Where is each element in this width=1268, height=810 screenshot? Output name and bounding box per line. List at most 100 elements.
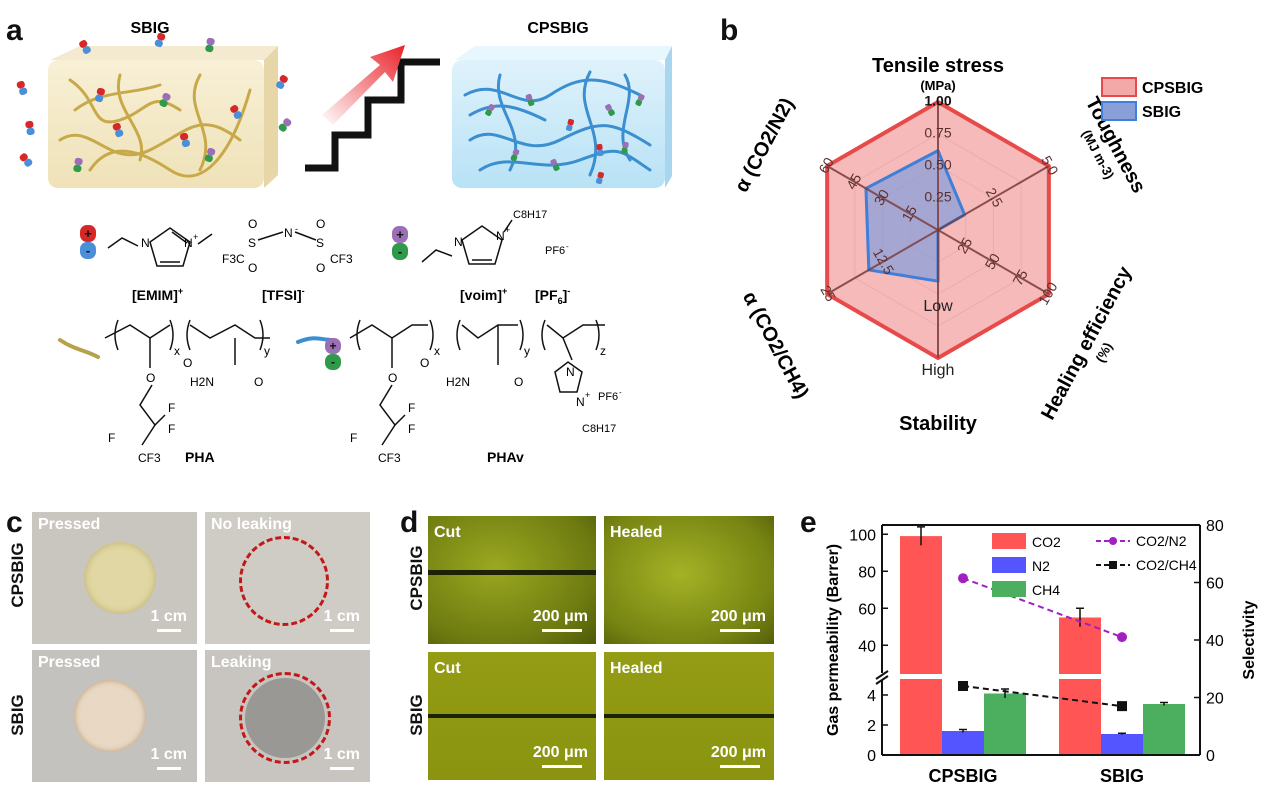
scale-bar-label: 1 cm — [150, 608, 187, 625]
legend-label: CO2/N2 — [1136, 533, 1187, 549]
selectivity-point — [958, 681, 968, 691]
radar-axis-line — [826, 165, 939, 231]
emim-label: [EMIM]+ — [132, 286, 183, 303]
svg-text:F: F — [408, 422, 415, 436]
svg-text:O: O — [248, 261, 257, 275]
photo-caption: Healed — [610, 660, 663, 677]
svg-text:-: - — [295, 224, 298, 234]
svg-text:O: O — [183, 356, 192, 370]
radar-axis-title: Tensile stress(MPa) — [872, 55, 1004, 93]
bar-n2 — [942, 731, 984, 755]
radar-tick-label: 1.00 — [924, 93, 951, 109]
c-row-label-cpsbig: CPSBIG — [8, 542, 27, 608]
panel-label-c: c — [6, 506, 23, 539]
y-tick-label: 4 — [867, 688, 876, 705]
micrograph-sbig-cut: Cut 200 μm — [428, 652, 596, 780]
selectivity-point — [1117, 632, 1127, 643]
y-axis-label: Gas permeability (Barrer) — [825, 544, 842, 736]
micrograph-cpsbig-healed: Healed 200 μm — [604, 516, 774, 644]
cpsbig-gel-block — [452, 46, 672, 188]
selectivity-line-co2-n2 — [962, 577, 1123, 639]
legend-label: CO2 — [1032, 534, 1061, 550]
y-tick-label: 60 — [858, 601, 876, 618]
svg-text:x: x — [434, 344, 440, 358]
legend-swatch — [1101, 77, 1137, 97]
y2-tick-label: 60 — [1206, 576, 1224, 593]
axis-break-mark — [875, 675, 889, 685]
svg-text:F3C: F3C — [222, 252, 245, 266]
photo-caption: Pressed — [38, 654, 101, 671]
improvement-stairs-arrow — [305, 45, 440, 172]
photo-caption: Healed — [610, 524, 663, 541]
radar-tick-label: 0.50 — [924, 157, 951, 173]
photo-caption: Leaking — [211, 654, 272, 671]
d-row-label-sbig: SBIG — [407, 694, 426, 736]
legend-label: CPSBIG — [1142, 80, 1203, 97]
scale-bar — [542, 629, 582, 632]
category-label: SBIG — [1100, 766, 1144, 786]
svg-text:N: N — [454, 235, 463, 249]
radar-tick-label: 60 — [815, 154, 837, 176]
legend-swatch — [992, 581, 1026, 597]
y-tick-label: 2 — [867, 718, 876, 735]
photo-cpsbig-no-leaking: No leaking 1 cm — [205, 512, 370, 644]
legend-marker — [1109, 537, 1117, 545]
svg-text:y: y — [264, 344, 270, 358]
svg-text:H2N: H2N — [190, 375, 214, 389]
svg-text:+: + — [193, 232, 198, 242]
panel-label-e: e — [800, 506, 817, 539]
y-tick-label: 40 — [858, 638, 876, 655]
category-label: CPSBIG — [928, 766, 997, 786]
legend-label: CO2/CH4 — [1136, 557, 1197, 573]
svg-text:S: S — [248, 236, 256, 250]
svg-text:-: - — [619, 388, 622, 397]
c-row-label-sbig: SBIG — [8, 694, 27, 736]
y2-tick-label: 0 — [1206, 748, 1215, 765]
y2-axis-label: Selectivity — [1241, 600, 1258, 679]
svg-text:-: - — [331, 355, 335, 369]
radar-axis-line — [826, 229, 939, 295]
svg-text:F: F — [408, 401, 415, 415]
radar-tick-label: 25 — [817, 283, 839, 305]
bar-co2 — [900, 536, 942, 755]
bar-ch4 — [1143, 704, 1185, 755]
svg-text:O: O — [388, 371, 397, 385]
svg-text:N: N — [566, 365, 575, 379]
pha-structure: x y O O H2N O F F F CF3 — [58, 319, 270, 465]
cut-line — [604, 714, 774, 718]
svg-text:+: + — [585, 390, 590, 400]
sbig-ions — [16, 32, 292, 173]
bar-ch4 — [984, 693, 1026, 755]
legend-label: CH4 — [1032, 582, 1060, 598]
photo-sbig-leaking: Leaking 1 cm — [205, 650, 370, 782]
photo-cpsbig-pressed: Pressed 1 cm — [32, 512, 197, 644]
radar-tick-label: 0.75 — [924, 125, 951, 141]
tfsi-label: [TFSI]- — [262, 286, 305, 303]
scale-bar-label: 200 μm — [532, 744, 588, 761]
scale-bar-label: 1 cm — [323, 608, 360, 625]
sbig-title: SBIG — [130, 20, 169, 37]
svg-text:(MPa): (MPa) — [920, 78, 955, 93]
scale-bar — [157, 629, 181, 632]
svg-text:C8H17: C8H17 — [513, 209, 547, 221]
svg-text:+: + — [329, 339, 336, 353]
scale-bar-label: 1 cm — [150, 746, 187, 763]
photo-caption: No leaking — [211, 516, 292, 533]
svg-text:H2N: H2N — [446, 375, 470, 389]
scale-bar — [330, 767, 354, 770]
legend-swatch — [992, 533, 1026, 549]
svg-text:Tensile stress: Tensile stress — [872, 55, 1004, 77]
photo-caption: Pressed — [38, 516, 101, 533]
legend-swatch — [1101, 101, 1137, 121]
radar-tick-label: 15 — [898, 202, 920, 224]
radar-tick-label: 50 — [981, 250, 1003, 272]
radar-tick-label: 45 — [843, 170, 865, 192]
y-tick-label: 0 — [867, 748, 876, 765]
radar-tick-label: High — [922, 362, 955, 379]
svg-text:α (CO2/N2): α (CO2/N2) — [731, 94, 799, 196]
leak-outline-circle — [239, 672, 331, 764]
legend-label: SBIG — [1142, 104, 1181, 121]
svg-text:O: O — [248, 217, 257, 231]
svg-text:CF3: CF3 — [378, 451, 401, 465]
svg-text:PF6: PF6 — [545, 245, 565, 257]
